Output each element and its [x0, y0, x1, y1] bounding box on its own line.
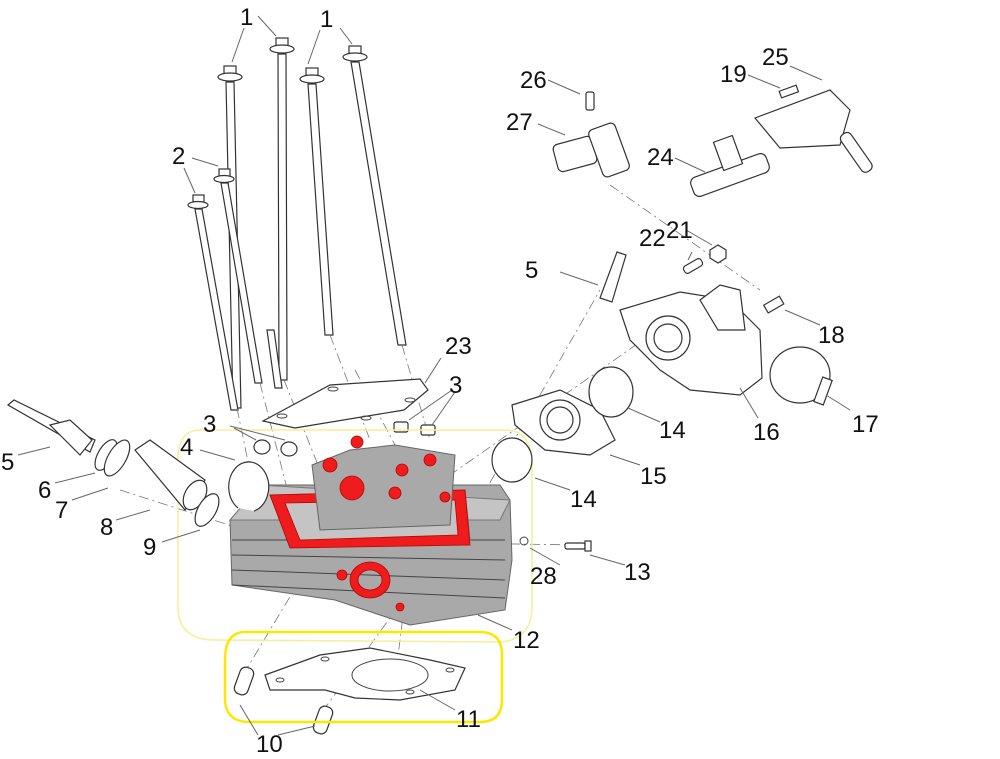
callout-14: 14 — [659, 417, 686, 444]
bolt-26 — [585, 91, 595, 111]
callout-2: 2 — [172, 143, 185, 170]
intake-manifold-16 — [619, 284, 763, 396]
o-ring-14-lower — [491, 437, 533, 483]
valve-seals — [253, 421, 436, 457]
head-bolt-short — [187, 194, 239, 411]
callouts: 1 1 2 3 3 4 5 5 6 7 8 9 10 11 12 13 14 1… — [1, 4, 879, 758]
ring-9 — [194, 493, 220, 527]
callout-16: 16 — [753, 419, 780, 446]
flange-15 — [511, 389, 616, 456]
cylinder-head — [228, 435, 513, 626]
callout-1: 1 — [240, 4, 253, 31]
callout-3: 3 — [203, 411, 216, 438]
callout-9: 9 — [143, 534, 156, 561]
callout-21: 21 — [666, 217, 693, 244]
callout-18: 18 — [818, 322, 845, 349]
callout-13: 13 — [624, 559, 651, 586]
circlip-4 — [228, 461, 270, 512]
tube-8 — [134, 439, 208, 512]
bolt-tip — [266, 329, 283, 389]
callout-6: 6 — [38, 477, 51, 504]
head-bolts-long — [217, 37, 407, 409]
spark-plug-5 — [599, 251, 627, 303]
callout-7: 7 — [55, 497, 68, 524]
spark-plug-left — [6, 399, 96, 456]
callout-22: 22 — [639, 225, 666, 252]
callout-11: 11 — [456, 706, 481, 733]
bolt-19 — [778, 84, 800, 99]
callout-1: 1 — [320, 6, 333, 33]
head-bolt — [342, 45, 407, 346]
head-gasket — [264, 647, 466, 701]
callout-8: 8 — [100, 514, 113, 541]
head-bolts-short — [187, 168, 283, 411]
clamp-17 — [769, 346, 833, 406]
callout-28: 28 — [530, 563, 557, 590]
callout-24: 24 — [647, 144, 674, 171]
callout-23: 23 — [445, 333, 472, 360]
callout-10: 10 — [256, 731, 283, 758]
callout-14: 14 — [570, 486, 597, 513]
callout-19: 19 — [720, 61, 747, 88]
head-bolt-short — [213, 168, 263, 384]
sensor-27 — [552, 122, 630, 178]
callout-3: 3 — [449, 372, 462, 399]
dowel-pins — [233, 666, 334, 735]
gasket-highlight — [223, 630, 504, 724]
head-bolt — [269, 37, 295, 381]
callout-5: 5 — [525, 257, 538, 284]
rocker-cover-plate — [261, 378, 429, 429]
bolt-13 — [564, 540, 592, 552]
callout-25: 25 — [762, 44, 789, 71]
o-ring-14-upper — [588, 366, 634, 418]
callout-26: 26 — [520, 67, 547, 94]
head-bolt — [299, 67, 334, 336]
injector-24 — [690, 134, 770, 197]
callout-4: 4 — [180, 434, 193, 461]
washer-28 — [519, 536, 529, 546]
leader-lines — [17, 15, 851, 736]
callout-5: 5 — [1, 449, 14, 476]
bolt-18 — [762, 295, 785, 314]
stud-22 — [682, 258, 704, 274]
callout-15: 15 — [640, 463, 667, 490]
ring-7 — [103, 439, 131, 477]
fuel-rail-25 — [753, 89, 873, 173]
assembly-lines — [119, 184, 761, 716]
callout-17: 17 — [852, 411, 879, 438]
callout-27: 27 — [506, 109, 533, 136]
callout-12: 12 — [513, 627, 540, 654]
nut-21 — [709, 244, 727, 264]
